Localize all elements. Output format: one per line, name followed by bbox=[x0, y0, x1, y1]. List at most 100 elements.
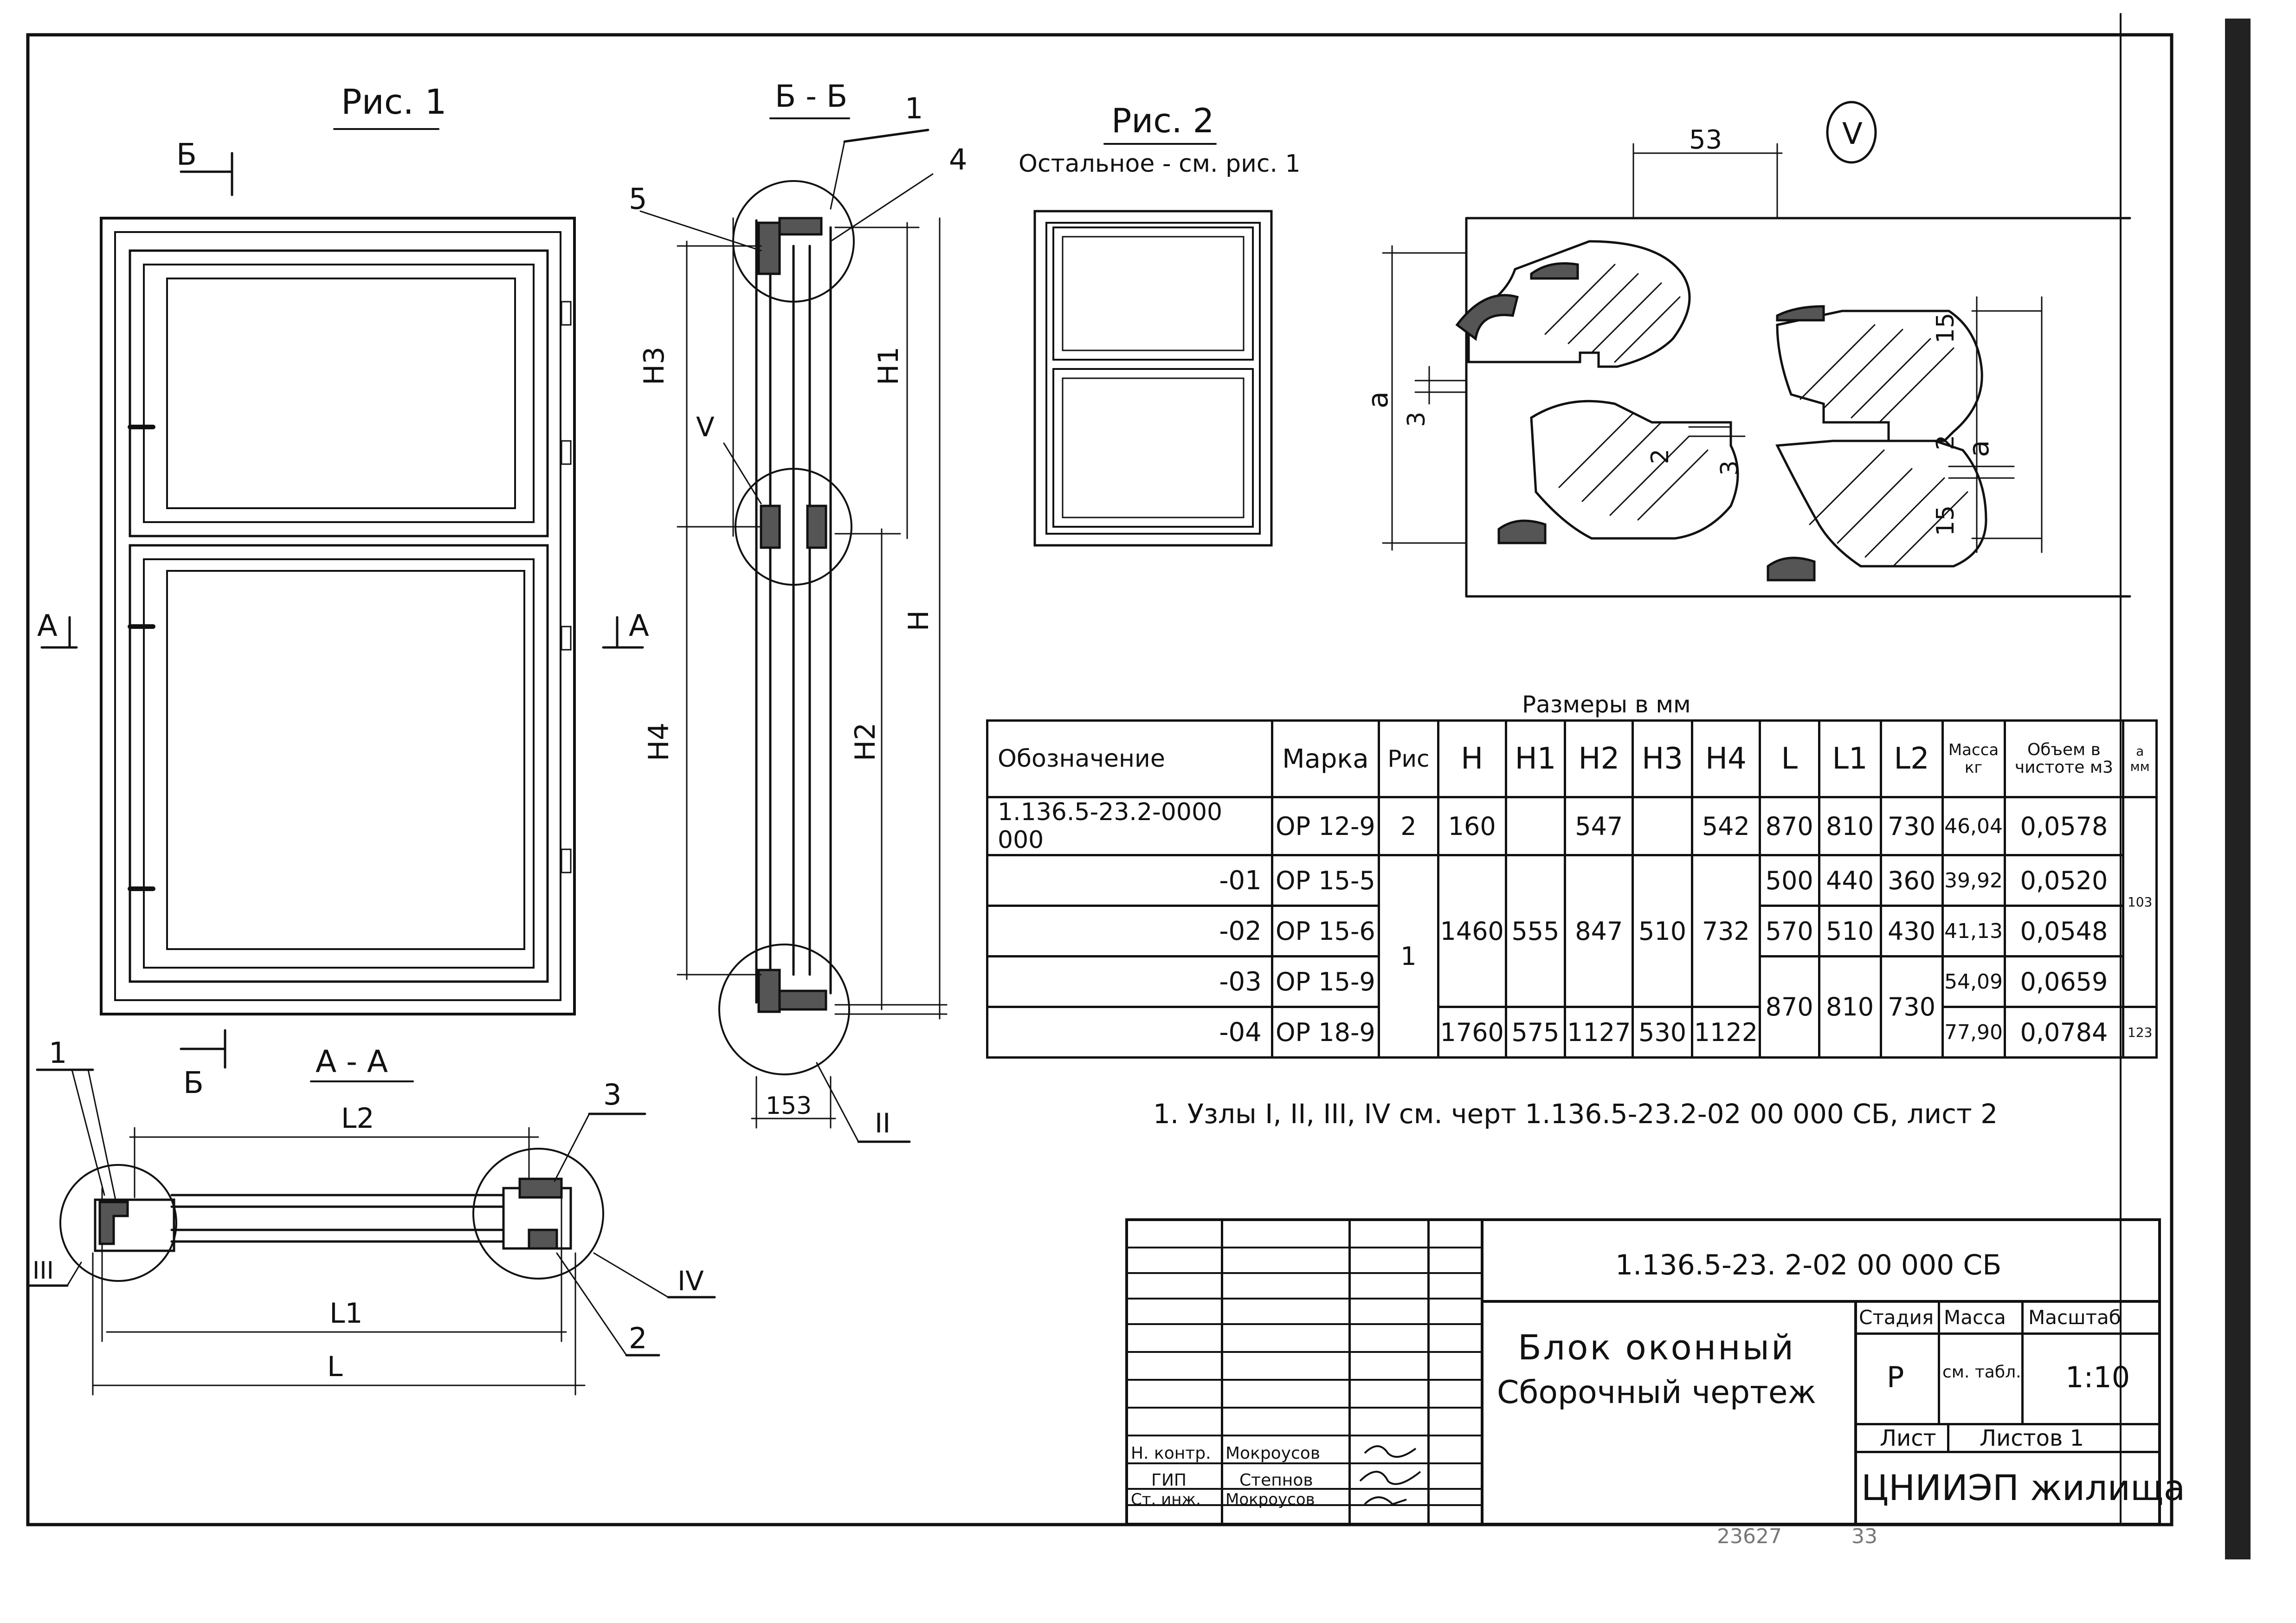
cell-designation: 1.136.5-23.2-0000 000 bbox=[986, 796, 1273, 856]
drawing-note: 1. Узлы I, II, III, IV см. черт 1.136.5-… bbox=[1153, 1098, 1998, 1130]
callout-4: 4 bbox=[949, 142, 967, 176]
table-caption: Размеры в мм bbox=[1522, 691, 1691, 718]
dim-h2: H2 bbox=[849, 723, 882, 761]
fig2-title: Рис. 2 bbox=[1111, 101, 1214, 140]
signer-role: Ст. инж. bbox=[1131, 1490, 1201, 1509]
header-h4: H4 bbox=[1691, 719, 1761, 798]
signer-role: Н. контр. bbox=[1131, 1444, 1211, 1463]
dim-153: 153 bbox=[766, 1092, 812, 1120]
section-mark-b-bottom: Б bbox=[183, 1066, 204, 1100]
table-header-row: Обозначение Марка Рис H H1 H2 H3 H4 L L1… bbox=[986, 719, 2158, 798]
cell-l1-merged: 810 bbox=[1818, 955, 1882, 1059]
organization: ЦНИИЭП жилища bbox=[1861, 1467, 2186, 1508]
cell-mark: ОР 12-9 bbox=[1271, 796, 1380, 856]
header-l: L bbox=[1758, 719, 1820, 798]
stage-value: Р bbox=[1887, 1360, 1904, 1394]
signer-name: Мокроусов bbox=[1225, 1490, 1315, 1509]
header-a: a мм bbox=[2122, 719, 2158, 798]
dim-15-bottom: 15 bbox=[1932, 505, 1960, 536]
cell-mass: 46,04 bbox=[1941, 796, 2006, 856]
scale-label: Масштаб bbox=[2028, 1306, 2121, 1329]
dim-a-right: a bbox=[1963, 440, 1995, 457]
node-v-title: V bbox=[1842, 117, 1863, 151]
dim-h3: H3 bbox=[638, 347, 671, 385]
signer-name: Степнов bbox=[1239, 1471, 1313, 1490]
cell-h4: 542 bbox=[1691, 796, 1761, 856]
dim-l: L bbox=[327, 1351, 343, 1383]
cell-designation: -03 bbox=[986, 955, 1273, 1008]
cell-l2: 430 bbox=[1879, 905, 1944, 957]
cell-designation: -04 bbox=[986, 1006, 1273, 1059]
signer-name: Мокроусов bbox=[1225, 1444, 1321, 1463]
signer-role: ГИП bbox=[1151, 1471, 1187, 1490]
cell-h1: 575 bbox=[1504, 1006, 1567, 1059]
cell-mark: ОР 18-9 bbox=[1271, 1006, 1380, 1059]
cell-l: 870 bbox=[1758, 796, 1820, 856]
mass-value: см. табл. bbox=[1942, 1363, 2021, 1382]
header-l2: L2 bbox=[1879, 719, 1944, 798]
fig1-window-elevation bbox=[100, 217, 576, 1015]
table-row: -01 ОР 15-5 1 1460 555 847 510 732 500 4… bbox=[986, 854, 2157, 1059]
cell-h4-merged: 732 bbox=[1691, 854, 1761, 1008]
cell-h: 1760 bbox=[1437, 1006, 1507, 1059]
cell-l1: 810 bbox=[1818, 796, 1882, 856]
cell-mass: 77,90 bbox=[1941, 1006, 2006, 1059]
cell-h2-merged: 847 bbox=[1564, 854, 1634, 1008]
cell-mark: ОР 15-9 bbox=[1271, 955, 1380, 1008]
cell-mass: 54,09 bbox=[1941, 955, 2006, 1008]
dim-3-right: 3 bbox=[1716, 460, 1744, 476]
dim-a-left: a bbox=[1362, 391, 1394, 408]
callout-node-iv: IV bbox=[677, 1265, 704, 1297]
binding-strip bbox=[2225, 19, 2251, 1559]
header-h: H bbox=[1437, 719, 1507, 798]
cell-designation: -02 bbox=[986, 905, 1273, 957]
fig1-title: Рис. 1 bbox=[341, 82, 447, 122]
header-mark: Марка bbox=[1271, 719, 1380, 798]
cell-mass: 39,92 bbox=[1941, 854, 2006, 907]
dim-53: 53 bbox=[1689, 125, 1722, 155]
section-bb-title: Б - Б bbox=[775, 78, 847, 114]
table-row: -03 ОР 15-9 870 810 730 54,09 0,0659 bbox=[986, 955, 2157, 1059]
cell-designation: -01 bbox=[986, 854, 1273, 907]
cell-mark: ОР 15-6 bbox=[1271, 905, 1380, 957]
section-aa-title: А - А bbox=[316, 1044, 388, 1080]
section-marks bbox=[40, 152, 644, 1069]
cell-h3 bbox=[1632, 796, 1694, 856]
cell-l2: 730 bbox=[1879, 796, 1944, 856]
cell-h1-merged: 555 bbox=[1504, 854, 1567, 1008]
table-row: -02 ОР 15-6 570 510 430 41,13 0,0548 bbox=[986, 905, 2157, 957]
title-line-2: Сборочный чертеж bbox=[1497, 1374, 1816, 1411]
sheet-label: Лист bbox=[1880, 1425, 1936, 1451]
scale-value: 1:10 bbox=[2065, 1360, 2130, 1394]
doc-code: 1.136.5-23. 2-02 00 000 СБ bbox=[1615, 1249, 2002, 1281]
section-mark-b-top: Б bbox=[176, 138, 197, 172]
dim-15-top: 15 bbox=[1932, 313, 1960, 343]
cell-mark: ОР 15-5 bbox=[1271, 854, 1380, 907]
cell-h-merged: 1460 bbox=[1437, 854, 1507, 1008]
cell-volume: 0,0548 bbox=[2003, 905, 2125, 957]
dim-2-left: 2 bbox=[1646, 449, 1674, 464]
header-h1: H1 bbox=[1504, 719, 1567, 798]
cell-l2-merged: 730 bbox=[1879, 955, 1944, 1059]
header-h3: H3 bbox=[1632, 719, 1694, 798]
header-mass: Масса кг bbox=[1941, 719, 2006, 798]
cell-h2: 1127 bbox=[1564, 1006, 1634, 1059]
callout-2: 2 bbox=[629, 1321, 647, 1355]
table-row: -04 ОР 18-9 1760 575 1127 530 1122 77,90… bbox=[986, 1006, 2158, 1059]
cell-a-103: 103 bbox=[2122, 796, 2158, 1008]
section-bb-drawing bbox=[639, 117, 948, 1143]
cell-h1 bbox=[1504, 796, 1567, 856]
sheets-label: Листов 1 bbox=[1980, 1425, 2084, 1451]
cell-l: 570 bbox=[1758, 905, 1820, 957]
dim-h1: H1 bbox=[872, 347, 905, 385]
cell-h4: 1122 bbox=[1691, 1006, 1761, 1059]
callout-node-iii: III bbox=[32, 1257, 54, 1285]
mass-label: Масса bbox=[1944, 1306, 2006, 1329]
callout-node-v: V bbox=[696, 411, 715, 443]
inventory-number: 23627 bbox=[1717, 1525, 1782, 1548]
cell-l1: 440 bbox=[1818, 854, 1882, 907]
dim-3-left: 3 bbox=[1403, 412, 1431, 427]
cell-fig-merged: 1 bbox=[1377, 854, 1439, 1059]
header-volume: Объем в чистоте м3 bbox=[2003, 719, 2125, 798]
